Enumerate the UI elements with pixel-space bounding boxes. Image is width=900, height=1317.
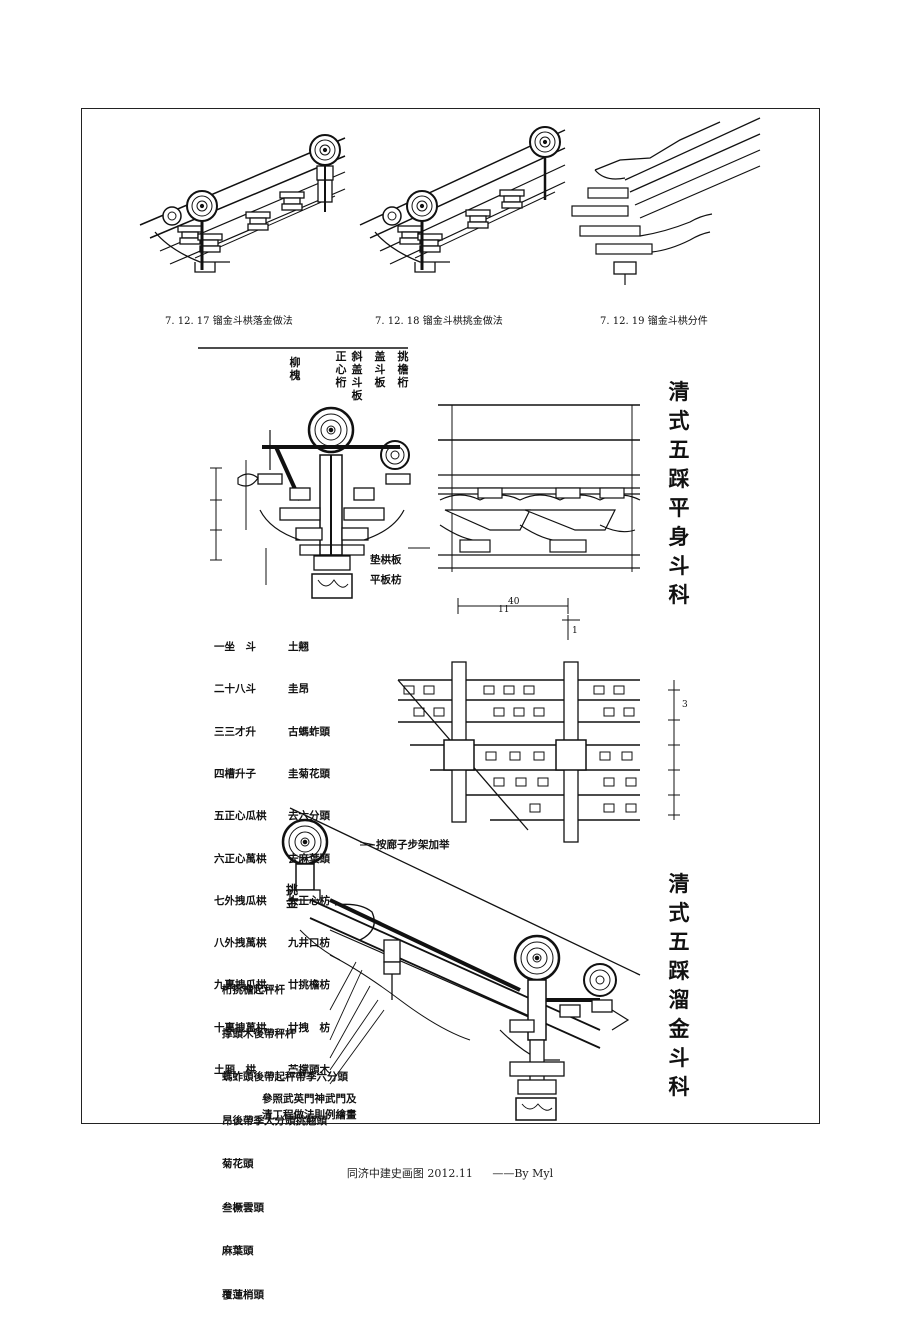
dim-a: 40: [508, 597, 520, 607]
legend-item: 圭昂: [288, 683, 309, 696]
label-zhengxinheng: 正心桁: [335, 350, 347, 389]
drawing-7-12-19: [571, 117, 761, 285]
label-pingban: 平板枋: [370, 574, 402, 586]
legend-item: 九裏拽瓜栱: [214, 979, 267, 992]
legend-item: 苎撑頭木: [288, 1064, 330, 1076]
reference-note-line-2: 清工程做法則例繪畫: [262, 1109, 357, 1121]
liujin-label: 麻葉頭: [222, 1245, 254, 1257]
drawing-7-12-17: [139, 134, 346, 273]
label-tiaojin: 挑金: [285, 883, 298, 910]
legend-item: 五正心瓜栱: [214, 810, 267, 823]
legend-item: 土翹: [288, 641, 309, 654]
reference-note-line-1: 參照武英門神武門及: [262, 1093, 357, 1105]
legend-item: 廿拽 枋: [288, 1021, 330, 1034]
legend-item: 去麻葉頭: [288, 852, 330, 865]
liujin-label: 螞蚱頭後帶起秤帶季六分頭: [222, 1071, 348, 1083]
footer-title: 同济中建史画图 2012.11: [346, 1167, 473, 1180]
legend-item: 六正心萬栱: [214, 852, 267, 865]
legend-item: 一坐 斗: [214, 641, 256, 654]
liujin-label: 菊花頭: [222, 1158, 254, 1170]
page-footer: 同济中建史画图 2012.11 ——By Myl: [0, 1165, 900, 1181]
plan-drawing: [397, 661, 680, 843]
legend-item: 四槽升子: [214, 768, 256, 781]
legend-item: 九井口枋: [288, 937, 330, 950]
caption-7-12-18: 7. 12. 18 镏金斗栱挑金做法: [375, 316, 503, 327]
legend-item: 三三才升: [214, 725, 256, 738]
label-tiaoyanheng: 挑檐桁: [397, 350, 409, 389]
liujin-label: 覆蓮梢頭: [222, 1288, 264, 1301]
liujin-label: 叁橛雲頭: [222, 1201, 264, 1214]
caption-7-12-19: 7. 12. 19 镏金斗栱分件: [600, 316, 708, 327]
figure-frame: [81, 108, 820, 1124]
legend-item: 十裏拽萬栱: [214, 1021, 267, 1034]
legend-right: 土翹 圭昂 古螞蚱頭 圭菊花頭 去六分頭 去麻葉頭 大正心枋 九井口枋 廿挑檐枋…: [288, 612, 330, 1091]
pingshen-elevation-drawing: [438, 404, 641, 640]
legend-item: 土厢 栱: [214, 1064, 256, 1076]
legend-item: 圭菊花頭: [288, 768, 330, 781]
legend-item: 古螞蚱頭: [288, 725, 330, 738]
footer-author: ——By Myl: [492, 1167, 554, 1180]
dim-b: 11: [498, 605, 510, 615]
legend-left: 一坐 斗 二十八斗 三三才升 四槽升子 五正心瓜栱 六正心萬栱 七外拽瓜栱 八外…: [214, 612, 267, 1091]
liujin-drawing: [281, 807, 641, 1121]
caption-7-12-17: 7. 12. 17 镏金斗栱落金做法: [165, 316, 293, 327]
architecture-drawings: [139, 117, 761, 1121]
liujin-label: 昂後帶季大分頭挑翹頭: [222, 1114, 327, 1127]
pingshen-title: 清式五踩平身斗科: [668, 380, 690, 607]
liujin-label: 桁挑檐起秤杆: [222, 984, 285, 996]
legend-item: 八外拽萬栱: [214, 937, 267, 950]
legend-item: 大正心枋: [288, 894, 330, 907]
label-xiegaidouban: 斜盖斗板: [351, 350, 363, 402]
label-bulang: 按廊子步架加举: [376, 839, 450, 851]
label-liuhuai: 柳槐: [289, 356, 301, 382]
liujin-title: 清式五踩溜金斗科: [668, 872, 690, 1099]
drawing-7-12-18: [359, 126, 566, 273]
dim-d: 3: [682, 700, 688, 710]
liujin-label: 撑頭木後帶秤杆: [222, 1027, 296, 1040]
dim-c: 1: [572, 626, 578, 636]
liujin-labels: 桁挑檐起秤杆 撑頭木後帶秤杆 螞蚱頭後帶起秤帶季六分頭 昂後帶季大分頭挑翹頭 菊…: [222, 954, 348, 1317]
legend-item: 廿挑檐枋: [288, 979, 330, 992]
label-gongdian: 垫栱板: [370, 554, 402, 566]
legend-item: 七外拽瓜栱: [214, 894, 267, 907]
pingshen-section-drawing: [198, 347, 430, 599]
label-gaidouban: 盖斗板: [374, 350, 386, 389]
legend-item: 去六分頭: [288, 810, 330, 823]
legend-item: 二十八斗: [214, 683, 256, 696]
